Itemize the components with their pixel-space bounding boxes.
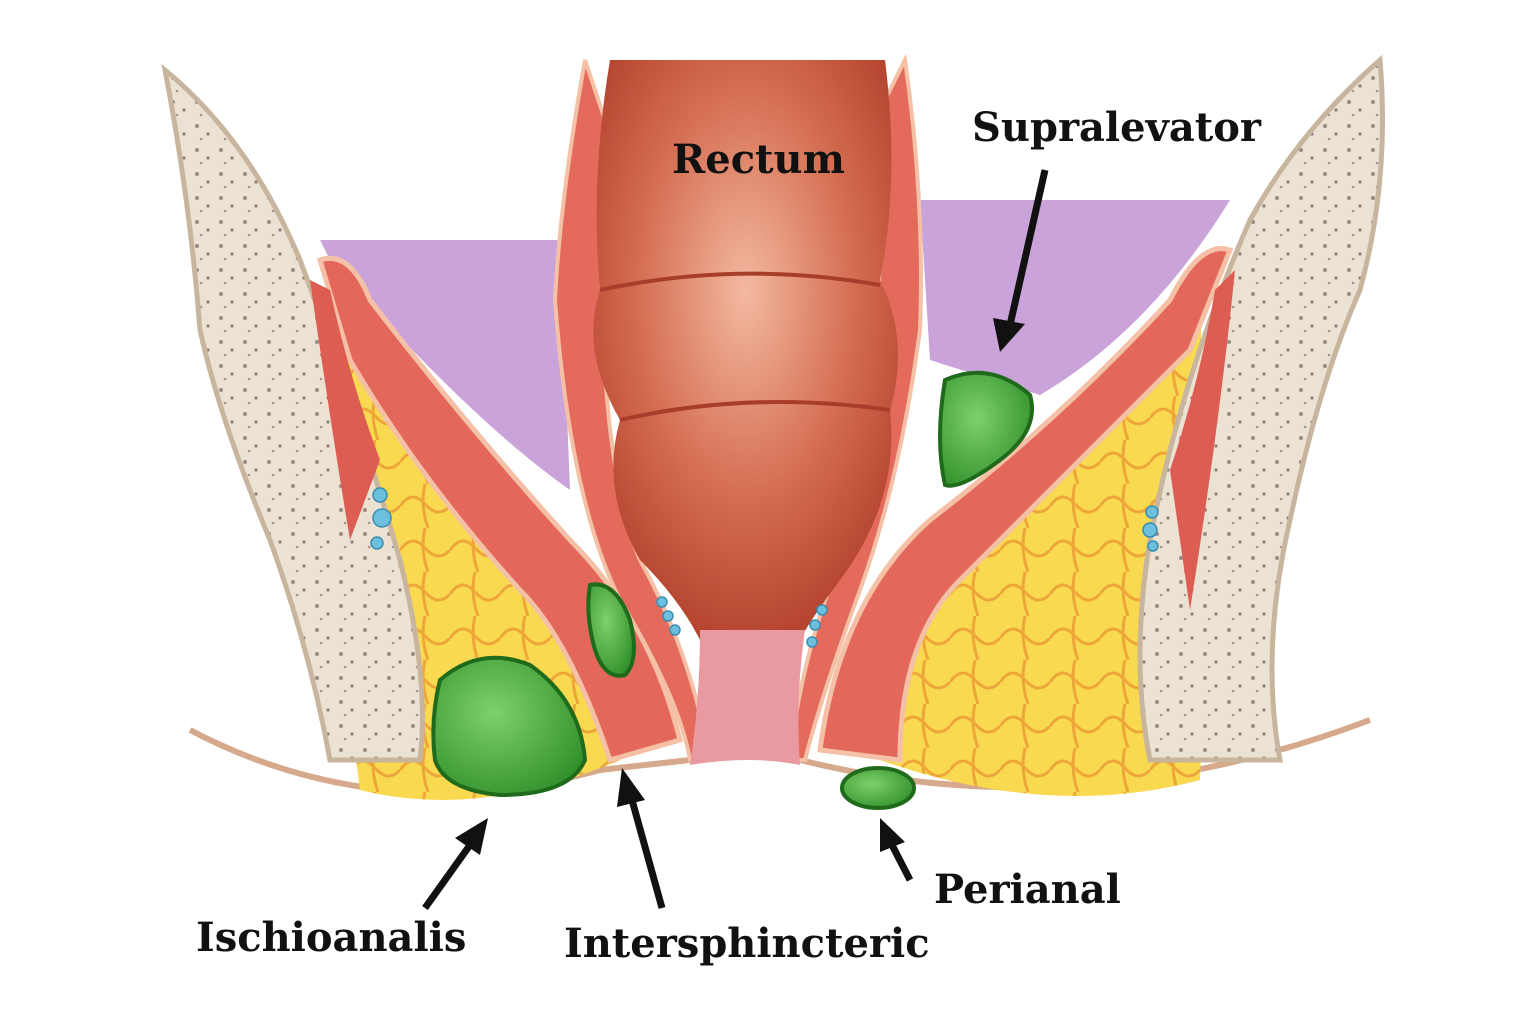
label-perianal: Perianal — [934, 866, 1121, 913]
pelvic-space-right — [920, 200, 1230, 395]
arrowhead-icon — [880, 818, 905, 852]
levator-ani-right — [817, 246, 1234, 763]
label-supralevator: Supralevator — [972, 104, 1261, 151]
pelvic-space-left — [320, 240, 570, 490]
supralevator-abscess — [938, 370, 1034, 488]
rectal-fold — [599, 271, 881, 292]
rectal-wall-left — [552, 59, 713, 762]
rectum — [593, 60, 898, 640]
pelvic-bone-right — [1137, 54, 1385, 763]
label-arrows — [422, 169, 1049, 911]
intersphincteric-abscess — [586, 582, 636, 678]
ischioanalis-arrow — [422, 842, 473, 911]
ischioanal-fat-right — [880, 310, 1210, 796]
label-ischioanalis: Ischioanalis — [196, 914, 467, 961]
supralevator-arrow — [1006, 169, 1049, 326]
arrowhead-icon — [455, 818, 488, 855]
pelvic-bone-left — [161, 63, 425, 763]
rectal-fold — [619, 400, 891, 422]
arrowhead-icon — [617, 768, 645, 807]
perianal-arrow — [888, 843, 914, 882]
obturator-right — [1170, 270, 1235, 610]
arrowhead-icon — [993, 318, 1025, 352]
label-intersphincteric: Intersphincteric — [564, 920, 930, 967]
perianal-abscess — [840, 766, 916, 810]
obturator-left — [310, 280, 380, 540]
ischioanal-abscess — [431, 655, 588, 798]
anal-canal — [690, 630, 805, 765]
intersphincteric-arrow — [628, 799, 666, 909]
blood-vessels — [370, 487, 1159, 648]
label-rectum: Rectum — [672, 136, 845, 183]
